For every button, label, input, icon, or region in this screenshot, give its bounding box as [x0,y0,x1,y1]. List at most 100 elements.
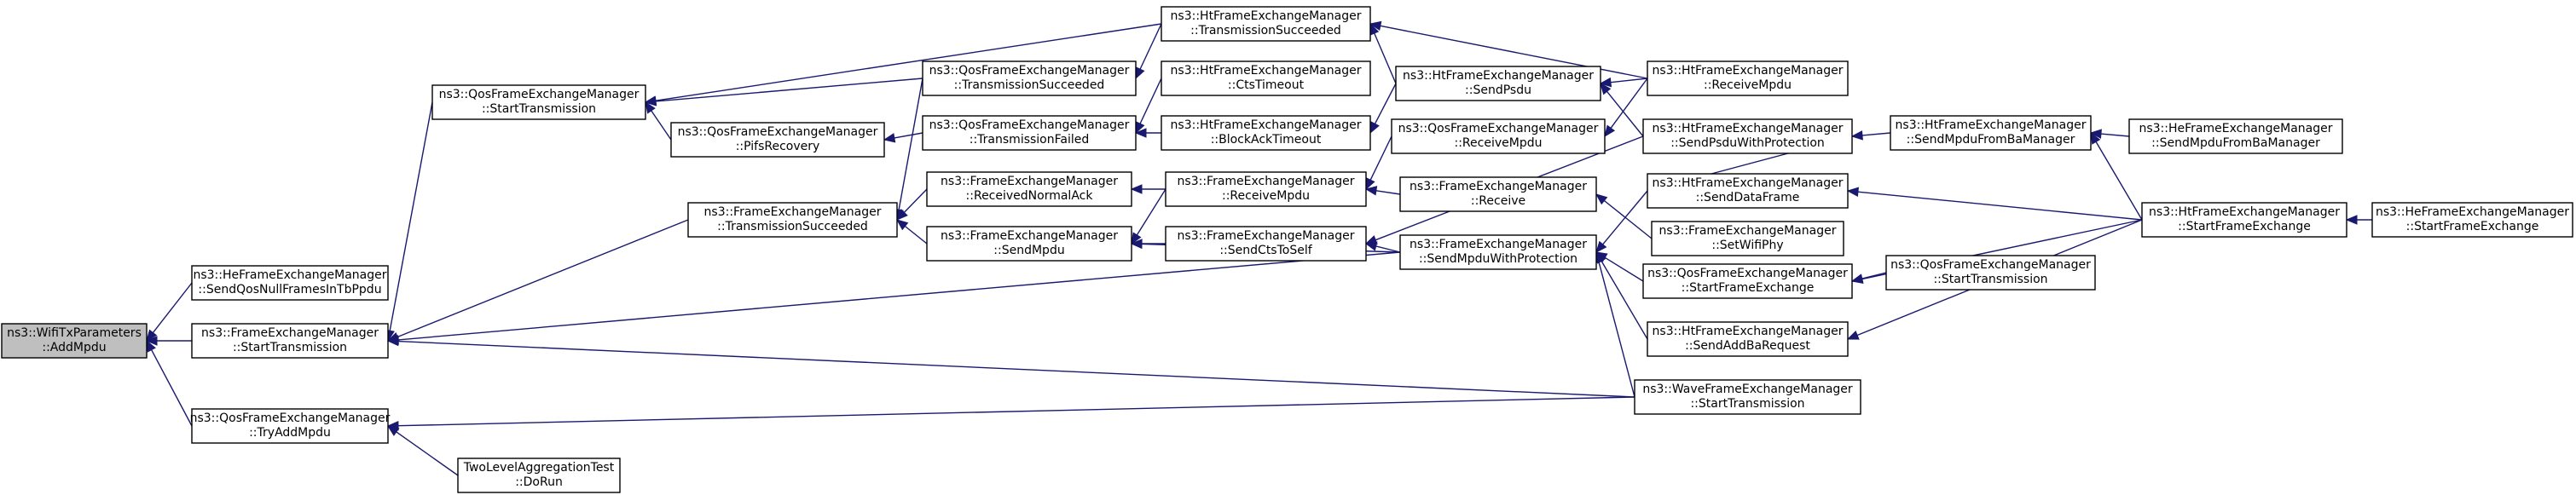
arrowhead-icon [1135,66,1145,80]
function-node[interactable]: ns3::FrameExchangeManager::SendMpduWithP… [1399,234,1597,270]
node-method-label: ::SendMpduWithProtection [1419,252,1577,266]
edge-line [1857,191,2143,221]
node-class-label: ns3::FrameExchangeManager [1178,229,1355,243]
call-edge [1595,190,1648,253]
function-node[interactable]: ns3::FrameExchangeManager::SendMpdu [926,226,1132,262]
edge-line [1369,135,1392,181]
node-class-label: ns3::QosFrameExchangeManager [929,64,1130,78]
function-node[interactable]: ns3::HtFrameExchangeManager::SendAddBaRe… [1647,321,1849,357]
edge-line [655,23,1162,101]
function-node[interactable]: ns3::FrameExchangeManager::SendCtsToSelf [1165,226,1367,262]
node-class-label: ns3::HtFrameExchangeManager [1171,9,1362,23]
edge-line [397,396,1635,427]
function-node[interactable]: ns3::HtFrameExchangeManager::SendPsdu [1395,66,1601,101]
function-node[interactable]: ns3::QosFrameExchangeManager::StartTrans… [1885,255,2096,291]
function-node[interactable]: ns3::HtFrameExchangeManager::CtsTimeout [1161,60,1371,96]
node-box [1885,255,2096,291]
arrowhead-icon [1595,193,1608,205]
function-node[interactable]: ns3::HtFrameExchangeManager::StartFrameE… [2141,202,2347,238]
function-node[interactable]: ns3::QosFrameExchangeManager::Transmissi… [922,115,1137,151]
call-edge [1135,78,1162,135]
function-node[interactable]: ns3::WaveFrameExchangeManager::StartTran… [1634,379,1861,415]
function-node[interactable]: ns3::HtFrameExchangeManager::SendPsduWit… [1642,118,1853,154]
node-class-label: ns3::QosFrameExchangeManager [190,412,391,425]
edge-line [396,431,459,476]
node-class-label: ns3::QosFrameExchangeManager [929,118,1130,132]
function-node[interactable]: ns3::QosFrameExchangeManager::Transmissi… [922,60,1137,96]
arrowhead-icon [1130,239,1143,250]
node-method-label: ::PifsRecovery [736,140,820,153]
edge-line [1374,32,1397,84]
function-node[interactable]: ns3::HtFrameExchangeManager::BlockAckTim… [1161,115,1371,151]
node-box [2128,118,2343,154]
arrowhead-icon [2090,131,2101,145]
node-class-label: ns3::FrameExchangeManager [941,229,1118,243]
edge-line [894,132,923,139]
edge-line [2095,141,2143,221]
function-node[interactable]: ns3::FrameExchangeManager::ReceivedNorma… [926,171,1132,207]
node-class-label: ns3::HeFrameExchangeManager [2376,205,2569,219]
node-box [1651,221,1844,256]
node-class-label: ns3::HtFrameExchangeManager [1653,64,1844,78]
edge-line [651,110,672,141]
node-box [1399,234,1597,270]
function-node[interactable]: ns3::HeFrameExchangeManager::SendQosNull… [191,265,389,301]
node-method-label: ::SendPsdu [1465,83,1531,97]
function-node[interactable]: ns3::HtFrameExchangeManager::Transmissio… [1161,6,1371,42]
call-edge [1134,128,1161,138]
edge-line [903,188,928,213]
node-class-label: ns3::QosFrameExchangeManager [439,88,640,101]
node-box [1647,173,1849,209]
node-method-label: ::TryAddMpdu [249,426,331,440]
edge-line [1598,262,1635,398]
function-node[interactable]: ns3::HeFrameExchangeManager::StartFrameE… [2371,202,2573,238]
node-box [670,122,885,158]
function-node[interactable]: ns3::QosFrameExchangeManager::PifsRecove… [670,122,885,158]
function-node[interactable]: ns3::QosFrameExchangeManager::StartTrans… [431,84,646,120]
node-box [1161,115,1371,151]
function-node[interactable]: ns3::FrameExchangeManager::Receive [1399,176,1597,212]
node-method-label: ::SendCtsToSelf [1219,244,1312,257]
function-node[interactable]: ns3::FrameExchangeManager::StartTransmis… [191,323,389,359]
root-function-node[interactable]: ns3::WifiTxParameters::AddMpdu [1,323,148,359]
node-method-label: ::SendAddBaRequest [1685,339,1810,353]
node-method-label: ::SendMpduFromBaManager [1907,133,2075,147]
function-node[interactable]: TwoLevelAggregationTest::DoRun [457,458,621,493]
call-edge [1846,187,2143,221]
edge-line [2100,133,2130,137]
function-node[interactable]: ns3::QosFrameExchangeManager::TryAddMpdu [190,408,391,444]
function-node[interactable]: ns3::HeFrameExchangeManager::SendMpduFro… [2128,118,2343,154]
function-node[interactable]: ns3::QosFrameExchangeManager::ReceiveMpd… [1391,118,1606,154]
node-box [2371,202,2573,238]
function-node[interactable]: ns3::FrameExchangeManager::TransmissionS… [687,202,898,238]
edge-line [1603,199,1653,239]
function-node[interactable]: ns3::HtFrameExchangeManager::ReceiveMpdu [1647,60,1849,96]
function-node[interactable]: ns3::HtFrameExchangeManager::SendDataFra… [1647,173,1849,209]
node-class-label: ns3::FrameExchangeManager [201,326,379,340]
node-class-label: ns3::QosFrameExchangeManager [678,125,878,139]
edge-line [1375,190,1401,195]
arrowhead-icon [883,133,896,143]
function-node[interactable]: ns3::FrameExchangeManager::ReceiveMpdu [1165,171,1367,207]
edge-line [1375,245,1401,253]
node-class-label: ns3::QosFrameExchangeManager [1647,267,1848,280]
edge-line [1139,23,1162,70]
node-box [1161,6,1371,42]
arrowhead-icon [1850,273,1864,284]
call-edge [1364,186,1401,196]
node-box [1165,171,1367,207]
node-box [1890,115,2092,151]
node-class-label: ns3::WifiTxParameters [7,326,142,340]
function-node[interactable]: ns3::FrameExchangeManager::SetWifiPhy [1651,221,1844,256]
arrowhead-icon [2345,215,2358,225]
function-node[interactable]: ns3::QosFrameExchangeManager::StartFrame… [1642,263,1853,299]
function-node[interactable]: ns3::HtFrameExchangeManager::SendMpduFro… [1890,115,2092,151]
node-method-label: ::SendPsduWithProtection [1670,136,1825,150]
node-method-label: ::StartTransmission [1933,273,2047,286]
arrowhead-icon [1604,124,1616,138]
node-class-label: ns3::FrameExchangeManager [1178,175,1355,188]
node-class-label: ns3::QosFrameExchangeManager [1398,122,1599,135]
node-method-label: ::SendMpdu [993,244,1064,257]
node-class-label: ns3::HtFrameExchangeManager [1653,325,1844,338]
call-edge [1599,77,1648,88]
